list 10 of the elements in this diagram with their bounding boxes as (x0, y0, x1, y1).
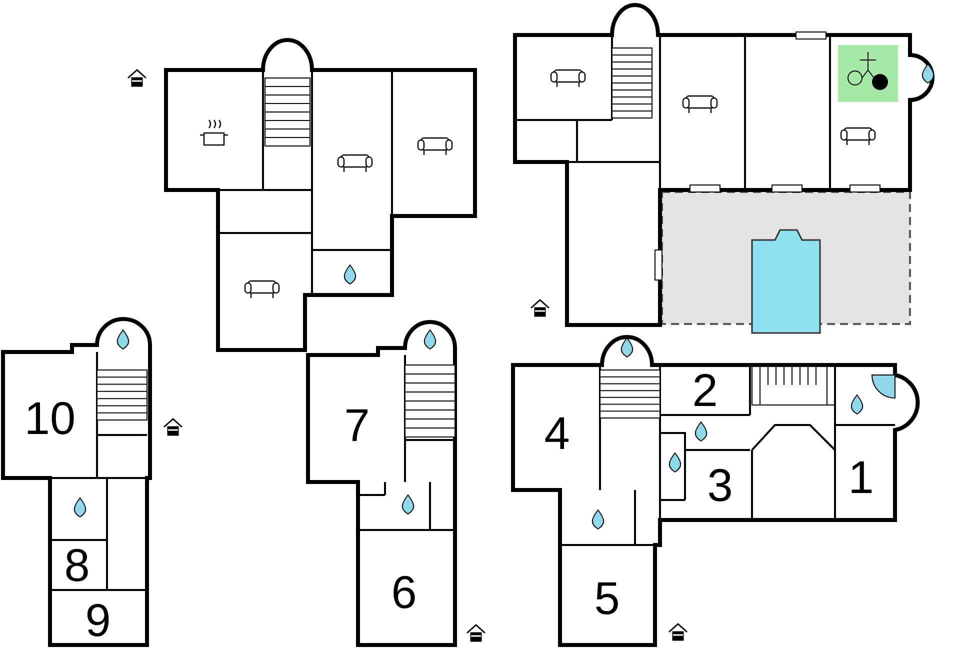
room-number: 8 (64, 542, 90, 588)
room-number: 1 (848, 454, 874, 500)
room-number: 2 (692, 367, 718, 413)
room-number: 9 (85, 597, 111, 643)
room-number: 7 (344, 402, 370, 448)
room-number: 6 (391, 569, 417, 615)
room-number: 10 (24, 395, 76, 441)
room-number: 5 (594, 575, 620, 621)
room-number: 3 (707, 462, 733, 508)
room-number: 4 (544, 410, 570, 456)
